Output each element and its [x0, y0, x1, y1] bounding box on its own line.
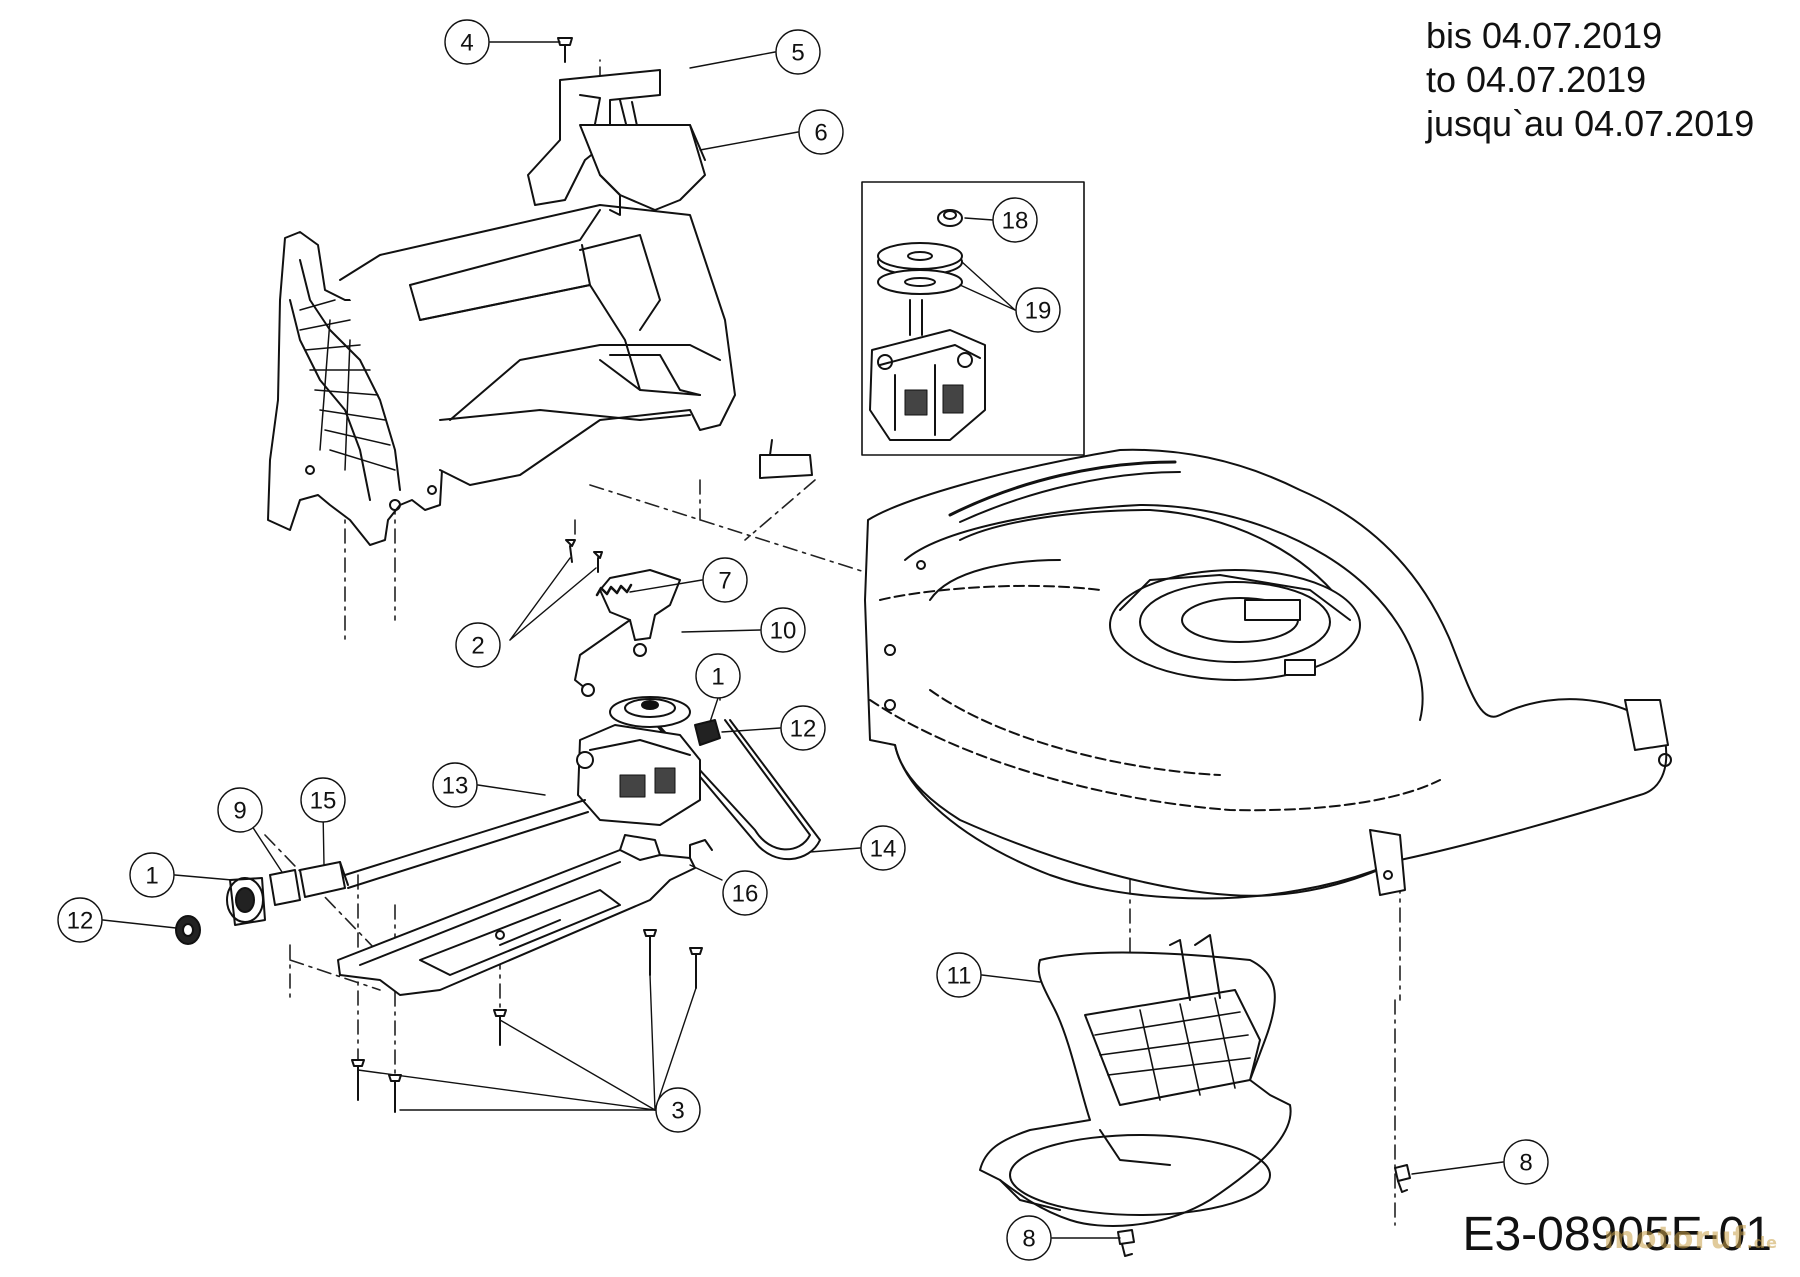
callout-6 — [798, 109, 844, 155]
callout-label: 4 — [460, 30, 473, 57]
callout-18 — [992, 197, 1038, 243]
callout-label: 13 — [442, 773, 469, 800]
drawing-code: E3-08905E-01 — [1462, 1208, 1772, 1261]
callout-8b — [1006, 1215, 1052, 1261]
rear-frame-assembly — [267, 204, 813, 546]
drive-assembly — [175, 696, 821, 945]
watermark-brand: motoruf — [1603, 1221, 1747, 1256]
callout-label: 15 — [310, 788, 337, 815]
callout-label: 11 — [947, 963, 972, 990]
validity-note: bis 04.07.2019 to 04.07.2019 jusqu`au 04… — [1426, 14, 1754, 146]
callout-19 — [1015, 287, 1061, 333]
callout-5 — [775, 29, 821, 75]
callout-3 — [655, 1087, 701, 1133]
callout-13 — [432, 762, 478, 808]
callout-10 — [760, 607, 806, 653]
discharge-chute — [979, 934, 1292, 1227]
callout-label: 9 — [233, 798, 246, 825]
cover-plate-assembly — [527, 37, 706, 216]
callouts — [57, 19, 1549, 1261]
callout-label: 10 — [770, 618, 797, 645]
callout-1b — [129, 852, 175, 898]
watermark-suffix: .de — [1746, 1233, 1778, 1252]
validity-en: to 04.07.2019 — [1426, 59, 1647, 100]
callout-label: 1 — [711, 664, 724, 691]
bolts — [351, 929, 703, 1113]
callout-9 — [217, 787, 263, 833]
bracket-assembly — [565, 539, 681, 697]
watermark: motoruf.de — [1604, 1221, 1778, 1256]
callout-2 — [455, 622, 501, 668]
callout-label: 1 — [145, 863, 158, 890]
skid-plate — [337, 834, 713, 996]
callout-label: 7 — [718, 568, 731, 595]
validity-fr: jusqu`au 04.07.2019 — [1426, 103, 1755, 144]
callout-label: 18 — [1002, 208, 1029, 235]
callout-labels: 4 5 6 18 19 7 10 2 1 12 13 14 16 15 9 1 … — [67, 30, 1533, 1253]
callout-label: 12 — [790, 716, 817, 743]
mower-deck — [864, 448, 1672, 900]
callout-label: 6 — [814, 120, 827, 147]
callout-label: 12 — [67, 908, 94, 935]
callout-12a — [780, 705, 826, 751]
callout-7 — [702, 557, 748, 603]
callout-label: 19 — [1025, 298, 1052, 325]
inset-detail-box — [861, 181, 1085, 456]
callout-14 — [860, 825, 906, 871]
callout-label: 8 — [1519, 1150, 1532, 1177]
callout-label: 14 — [870, 836, 897, 863]
callout-16 — [722, 870, 768, 916]
callout-label: 16 — [732, 881, 759, 908]
callout-label: 8 — [1022, 1226, 1035, 1253]
callout-label: 5 — [791, 40, 804, 67]
callout-12b — [57, 897, 103, 943]
callout-label: 3 — [671, 1098, 684, 1125]
callout-8a — [1503, 1139, 1549, 1185]
callout-label: 2 — [471, 633, 484, 660]
validity-de: bis 04.07.2019 — [1426, 15, 1663, 56]
callout-15 — [300, 777, 346, 823]
screws — [1117, 1164, 1411, 1257]
callout-4 — [444, 19, 490, 65]
leader-lines — [102, 41, 1504, 1239]
callout-11 — [936, 952, 982, 998]
callout-1a — [695, 653, 741, 699]
